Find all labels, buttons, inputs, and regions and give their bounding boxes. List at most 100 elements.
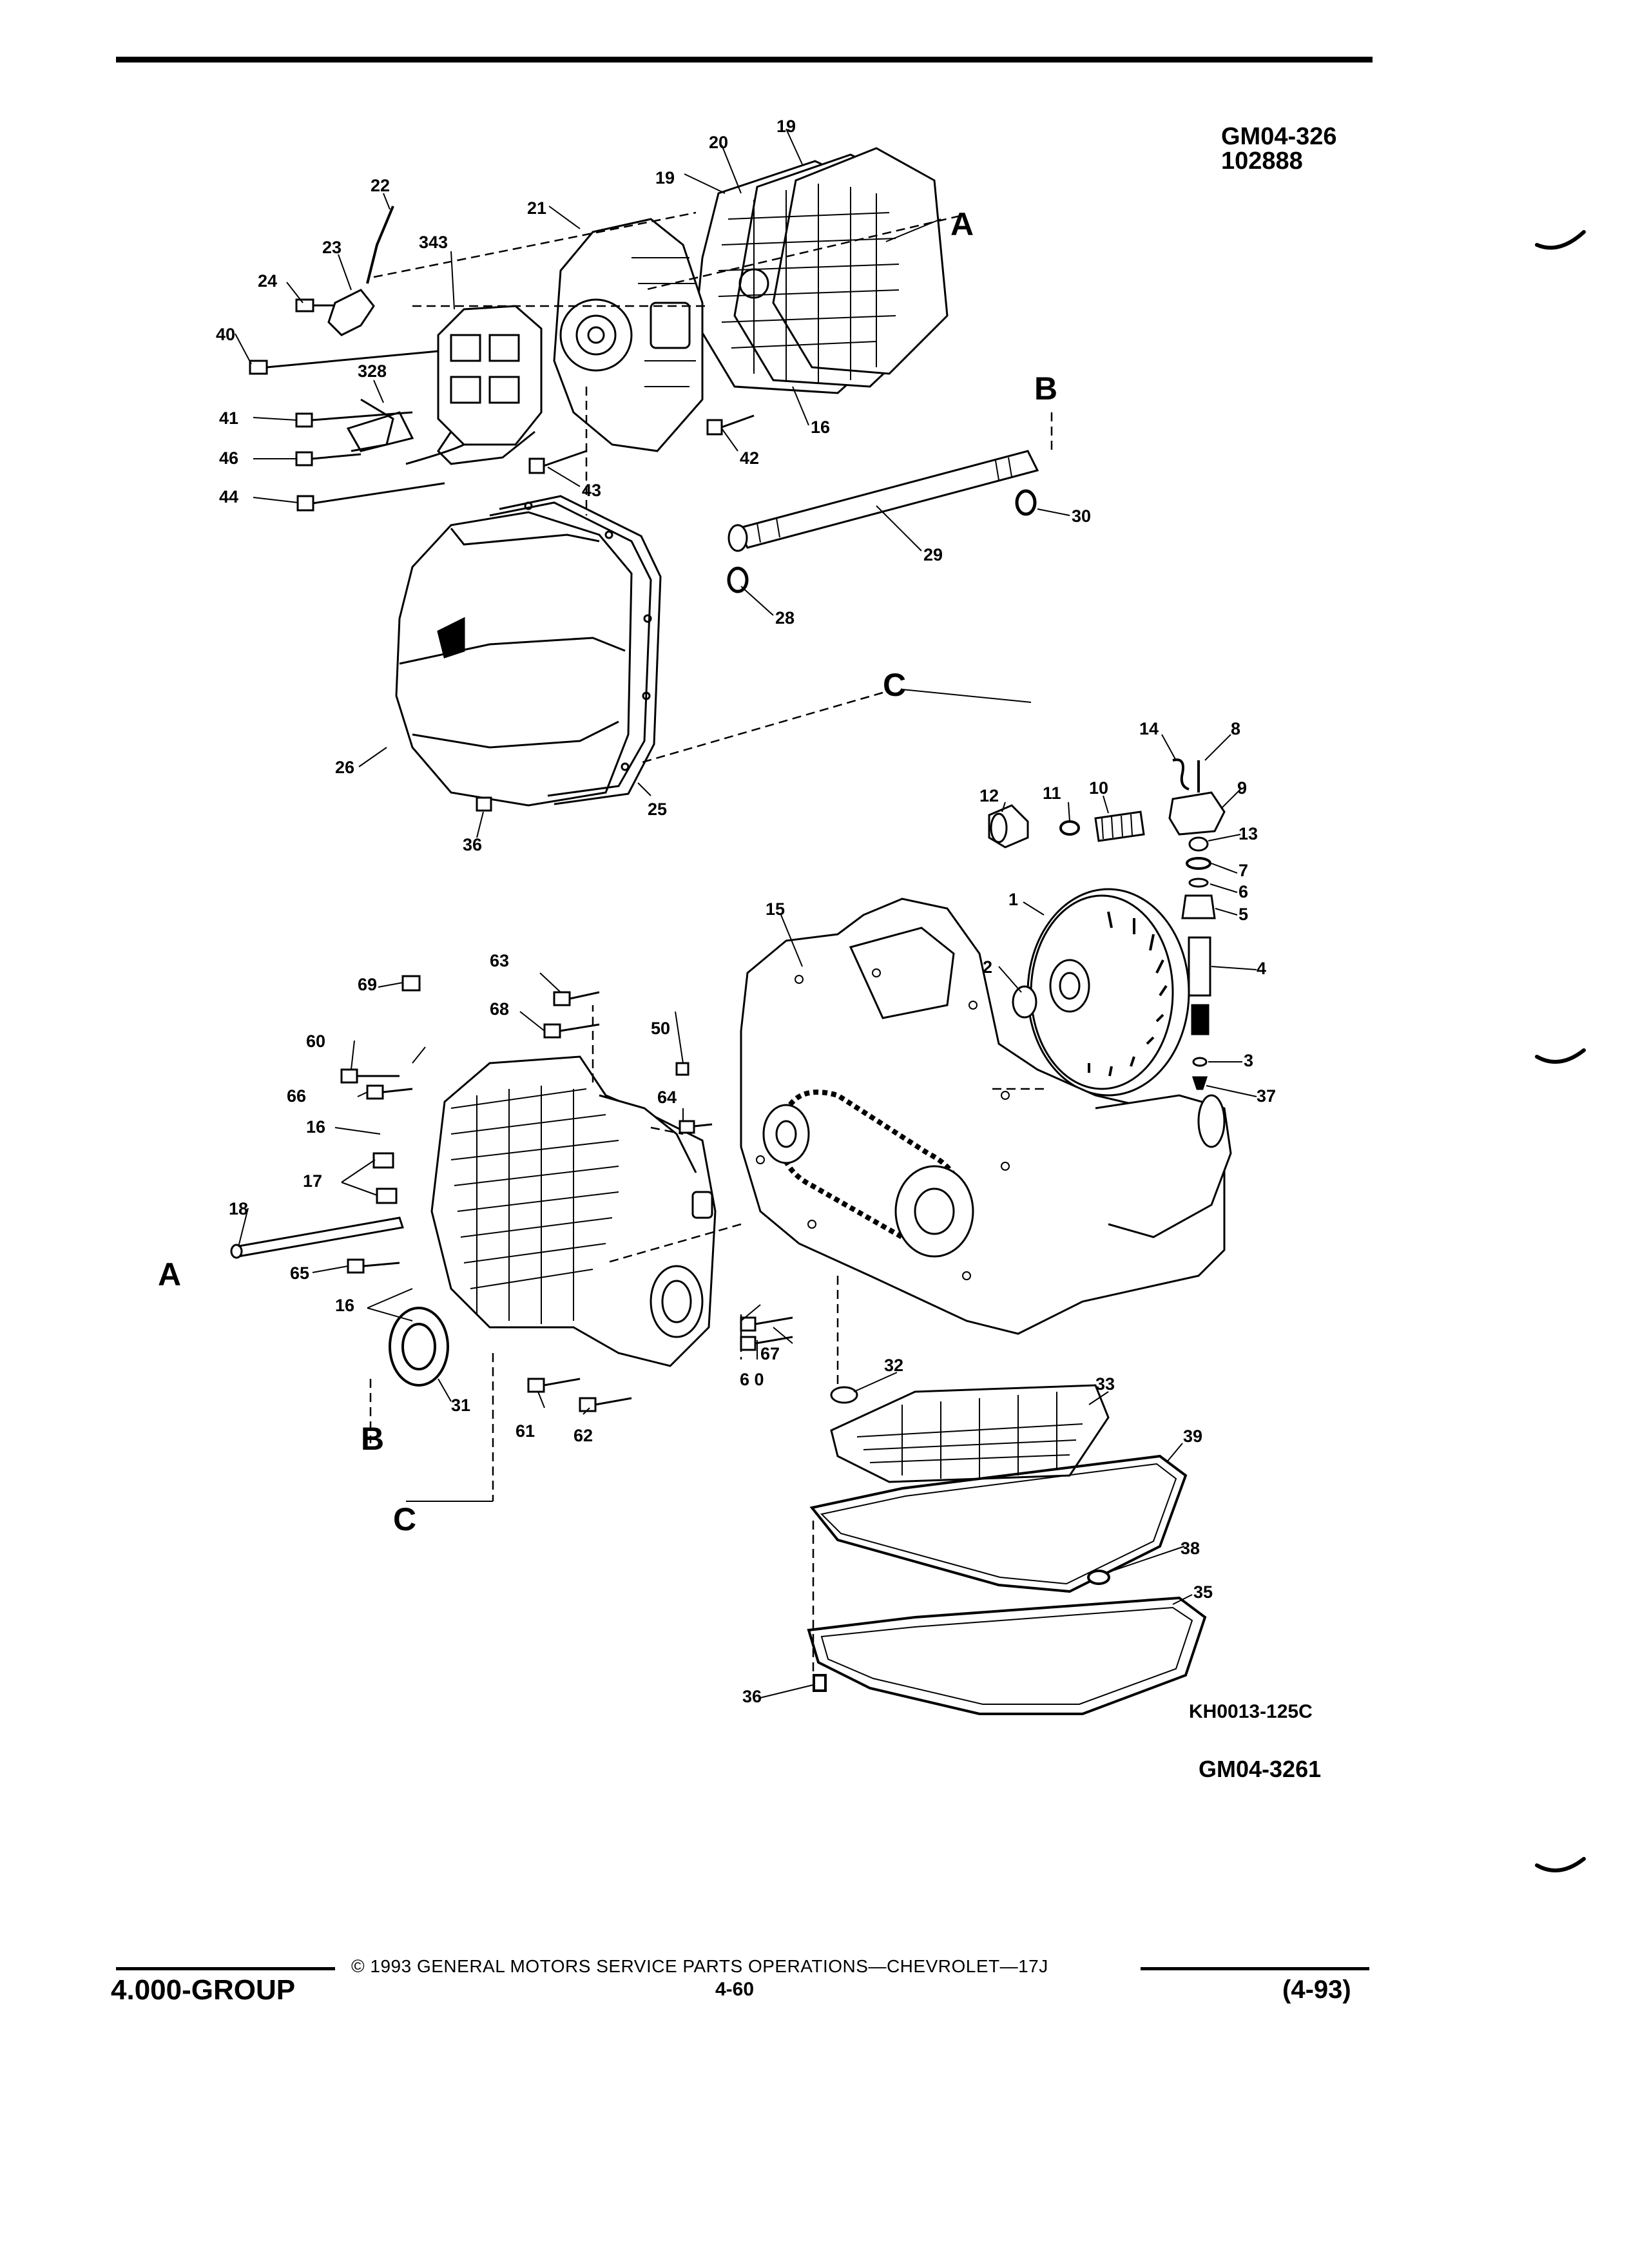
callout-46: 46 bbox=[219, 448, 238, 468]
top-rule bbox=[116, 57, 1373, 62]
callout-33: 33 bbox=[1095, 1374, 1115, 1394]
callout-16: 16 bbox=[306, 1117, 325, 1137]
callout-60: 6 0 bbox=[740, 1370, 764, 1389]
fluid-tube bbox=[230, 1216, 404, 1259]
reference-letter-C: C bbox=[393, 1501, 416, 1537]
callout-5: 5 bbox=[1239, 905, 1248, 924]
callout-35: 35 bbox=[1193, 1582, 1213, 1602]
callout-8: 8 bbox=[1231, 719, 1240, 738]
transmission-case bbox=[740, 898, 1232, 1335]
callout-36: 36 bbox=[463, 835, 482, 854]
callout-62: 62 bbox=[574, 1426, 593, 1445]
callout-40: 40 bbox=[216, 325, 235, 344]
callout-42: 42 bbox=[740, 448, 759, 468]
oil-pan bbox=[807, 1570, 1207, 1715]
callout-29: 29 bbox=[923, 545, 943, 564]
callout-10: 10 bbox=[1089, 778, 1108, 798]
oil-filter bbox=[830, 1384, 1110, 1483]
callout-16: 16 bbox=[335, 1296, 354, 1315]
callout-50: 50 bbox=[651, 1019, 670, 1038]
valve-body-group bbox=[327, 147, 949, 465]
callout-64: 64 bbox=[657, 1088, 677, 1107]
callout-67: 67 bbox=[760, 1344, 780, 1363]
footer-page-number: 4-60 bbox=[715, 1979, 755, 2000]
reference-letter-C: C bbox=[883, 667, 906, 703]
callout-2: 2 bbox=[983, 957, 992, 977]
callout-41: 41 bbox=[219, 408, 238, 428]
callout-63: 63 bbox=[490, 951, 509, 970]
footer-copyright: © 1993 GENERAL MOTORS SERVICE PARTS OPER… bbox=[351, 1956, 1048, 1976]
pan-gasket bbox=[809, 1454, 1188, 1593]
speed-sensor-group bbox=[988, 758, 1226, 1090]
footer-rule-right bbox=[1141, 1967, 1369, 1970]
callout-61: 61 bbox=[516, 1421, 535, 1441]
callout-7: 7 bbox=[1239, 861, 1248, 880]
bolts-top bbox=[249, 298, 755, 512]
callout-31: 31 bbox=[451, 1396, 470, 1415]
callout-44: 44 bbox=[219, 487, 238, 506]
pump-solenoid-assembly bbox=[437, 305, 543, 446]
callout-36: 36 bbox=[742, 1687, 762, 1706]
reference-letter-B: B bbox=[1034, 370, 1057, 407]
callout-16: 16 bbox=[811, 418, 830, 437]
callout-19: 19 bbox=[776, 117, 796, 136]
side-cover-gasket bbox=[489, 495, 662, 805]
callout-60: 60 bbox=[306, 1032, 325, 1051]
callout-43: 43 bbox=[582, 481, 601, 500]
callout-39: 39 bbox=[1183, 1427, 1202, 1446]
callout-68: 68 bbox=[490, 999, 509, 1019]
margin-marks bbox=[1535, 230, 1586, 1872]
footer-group: 4.000-GROUP bbox=[111, 1974, 296, 2006]
callout-12: 12 bbox=[979, 786, 999, 805]
callout-25: 25 bbox=[648, 800, 667, 819]
callout-32: 32 bbox=[884, 1356, 903, 1375]
valve-body-plate bbox=[772, 147, 949, 375]
callout-343: 343 bbox=[419, 233, 448, 252]
callout-23: 23 bbox=[322, 238, 342, 257]
callout-3: 3 bbox=[1244, 1051, 1253, 1070]
callout-26: 26 bbox=[335, 758, 354, 777]
output-shaft bbox=[727, 450, 1039, 593]
leader-lines bbox=[235, 128, 1257, 1698]
reference-letter-A: A bbox=[950, 206, 974, 242]
torque-converter bbox=[1012, 888, 1190, 1097]
callout-66: 66 bbox=[287, 1086, 306, 1106]
callout-17: 17 bbox=[303, 1171, 322, 1191]
reference-letter-A: A bbox=[158, 1256, 181, 1293]
callout-6: 6 bbox=[1239, 882, 1248, 901]
callout-1: 1 bbox=[1008, 890, 1018, 909]
callout-37: 37 bbox=[1257, 1086, 1276, 1106]
detent-lever bbox=[327, 289, 375, 336]
callout-15: 15 bbox=[766, 899, 785, 919]
callout-14: 14 bbox=[1139, 719, 1159, 738]
figure-code: GM04-3261 bbox=[1199, 1756, 1322, 1782]
footer-rule-left bbox=[116, 1967, 335, 1970]
case-cover bbox=[430, 1055, 717, 1367]
reference-letters: A B C A B C bbox=[158, 206, 1057, 1537]
callouts: 20 19 19 21 22 23 343 24 40 328 41 46 44… bbox=[216, 117, 1276, 1706]
callout-28: 28 bbox=[775, 608, 795, 628]
callout-9: 9 bbox=[1237, 778, 1247, 798]
callout-38: 38 bbox=[1181, 1539, 1200, 1558]
callout-4: 4 bbox=[1257, 959, 1266, 978]
reference-letter-B: B bbox=[361, 1421, 384, 1457]
reference-lines bbox=[369, 211, 1053, 1675]
header-ref-number: 102888 bbox=[1221, 148, 1303, 175]
callout-22: 22 bbox=[371, 176, 390, 195]
control-valve-body bbox=[553, 218, 704, 452]
callout-11: 11 bbox=[1043, 783, 1061, 803]
callout-328: 328 bbox=[358, 361, 387, 381]
callout-30: 30 bbox=[1072, 506, 1091, 526]
illustration-code: KH0013-125C bbox=[1189, 1701, 1313, 1722]
callout-65: 65 bbox=[290, 1264, 309, 1283]
callout-24: 24 bbox=[258, 271, 277, 291]
footer-date: (4-93) bbox=[1282, 1975, 1351, 2004]
callout-19: 19 bbox=[655, 168, 675, 187]
callout-13: 13 bbox=[1239, 824, 1258, 843]
callout-18: 18 bbox=[229, 1199, 248, 1218]
callout-69: 69 bbox=[358, 975, 377, 994]
axle-seal bbox=[389, 1307, 449, 1387]
header-ref-code: GM04-326 bbox=[1221, 123, 1337, 150]
